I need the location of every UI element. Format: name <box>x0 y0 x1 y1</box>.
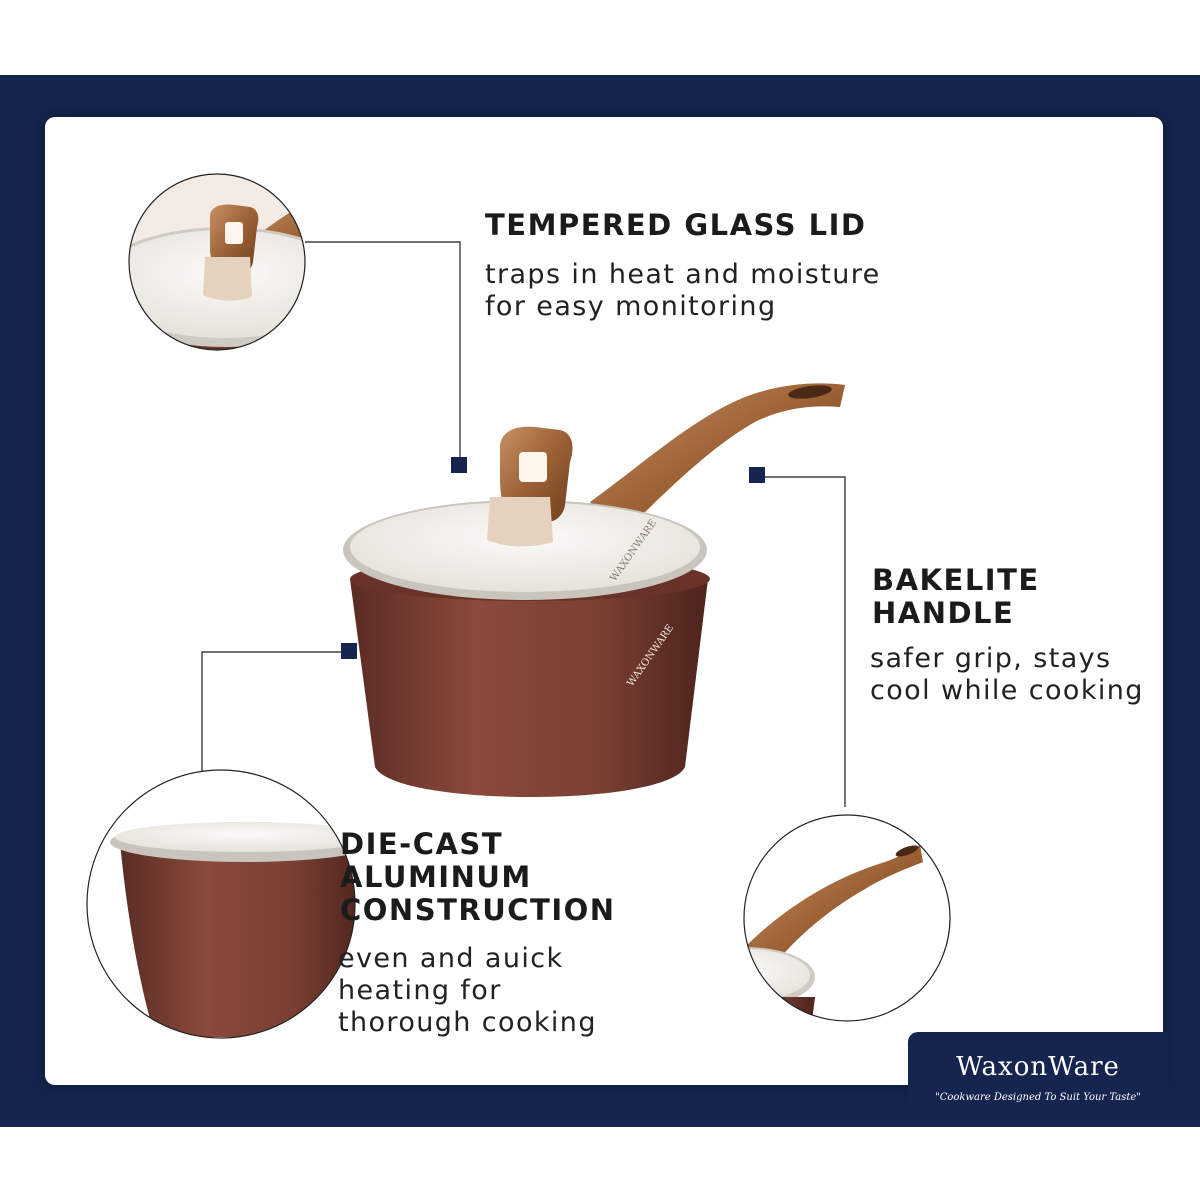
handle-detail-circle <box>743 814 951 1022</box>
brand-name: WaxonWare <box>956 1052 1120 1082</box>
handle-heading: BAKELITE HANDLE <box>872 563 1040 630</box>
callout-markers <box>341 457 765 659</box>
brand-logo-box: WaxonWare "Cookware Designed To Suit You… <box>908 1032 1168 1127</box>
brand-tagline: "Cookware Designed To Suit Your Taste" <box>935 1092 1141 1103</box>
callout-lines <box>201 241 846 807</box>
body-heading: DIE-CAST ALUMINUM CONSTRUCTION <box>340 827 616 927</box>
lid-detail-circle: WAXONWARE <box>128 173 340 351</box>
product-illustration: WAXONWARE WAXONWARE WAXONWARE <box>86 173 951 1039</box>
feature-card: WAXONWARE WAXONWARE WAXONWARE <box>45 117 1163 1085</box>
main-pot: WAXONWARE WAXONWARE <box>343 426 710 797</box>
body-description: even and auick heating for thorough cook… <box>338 943 597 1038</box>
svg-text:WAXONWARE: WAXONWARE <box>299 265 340 318</box>
lid-heading: TEMPERED GLASS LID <box>485 208 867 242</box>
lid-description: traps in heat and moisture for easy moni… <box>485 259 881 322</box>
handle-description: safer grip, stays cool while cooking <box>870 643 1144 706</box>
main-pan-handle <box>590 383 845 537</box>
body-detail-circle <box>86 769 356 1039</box>
